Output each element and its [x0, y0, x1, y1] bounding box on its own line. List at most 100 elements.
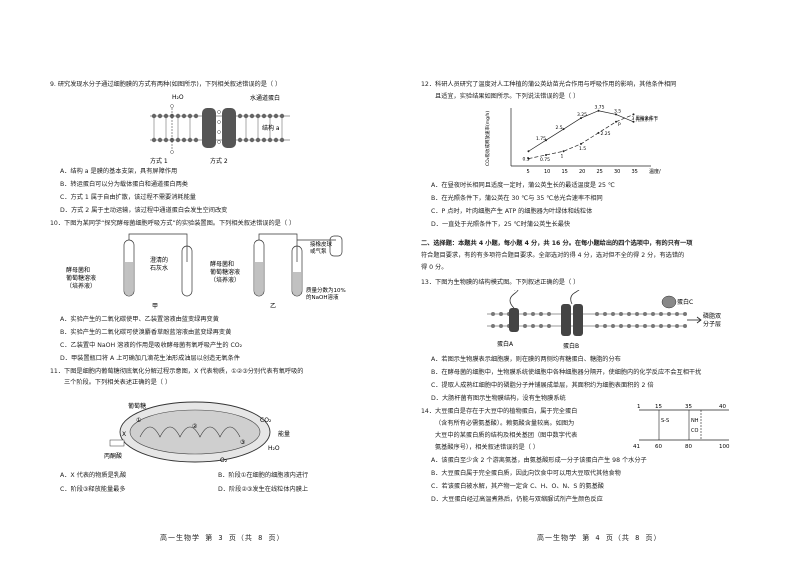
q13-option-a[interactable]: A．若图示生物膜表示细胞膜，则在膜的两侧均有糖蛋白、糖脂的分布 [431, 356, 621, 363]
left-footer: 高一生物学 第 3 页（共 8 页） [160, 534, 285, 542]
x-tick-label: 25 [597, 169, 603, 175]
pump-label-2: 或气泵 [310, 247, 327, 255]
q11-stem-2: 三个阶段。下列相关表述正确的是（ ） [64, 379, 172, 386]
q10-option-c[interactable]: C．乙装置中 NaOH 溶液的作用是吸收酵母菌有氧呼吸产生的 CO₂ [60, 342, 243, 349]
data-point [615, 120, 617, 123]
data-point [580, 142, 582, 145]
q14-stem-1: 14．大豆蛋白是存在于大豆中的植物蛋白，属于完全蛋白 [421, 408, 578, 415]
stage1-label: ① [136, 417, 141, 424]
q9-option-a[interactable]: A．结构 a 是膜的基本支架，具有屏障作用 [60, 168, 178, 175]
x-axis-label: 温度/℃ [649, 168, 661, 175]
data-point [562, 128, 565, 131]
apparatus-a-label-2: 葡萄糖溶液 [66, 274, 96, 282]
q10-option-d[interactable]: D．甲装置瓶口将 A 上可确加几滴花生油形成油层以创造无氧条件 [60, 355, 240, 362]
q12-option-c[interactable]: C．P 点时，叶肉细胞产生 ATP 的细胞器为叶绿体和线粒体 [431, 208, 593, 215]
x-tick-label: 15 [562, 169, 568, 175]
q14-option-d[interactable]: D．大豆蛋白经过高温煮熟后，仍能与双缩脲试剂产生颜色反应 [431, 496, 603, 503]
yeast-apparatus-figure: 酵母菌和 葡萄糖溶液 （培养液） 澄清的 石灰水 酵母菌和 葡萄糖溶液 （培养液… [66, 233, 346, 310]
temperature-chart: 5101520253035温度/℃CO₂吸收或释放速率(mg/h)黑暗条件下光照… [484, 105, 661, 175]
q13-stem: 13．下图为生物膜的结构模式图。下列叙述正确的是（ ） [421, 279, 580, 286]
left-page: 9. 研究发现水分子通过细胞膜的方式有两种(如图所示)，下列相关叙述错误的是（ … [50, 81, 346, 542]
q11-option-d[interactable]: D．阶段②③发生在线粒体内膜上 [218, 486, 309, 493]
q9-option-d[interactable]: D．方式 2 属于主动运输，该过程中通道蛋白会发生空间改变 [60, 207, 228, 214]
q12-option-d[interactable]: D．一直处于光照条件下，25 ℃时蒲公英生长最快 [431, 221, 571, 228]
x-tick-label: 35 [632, 169, 638, 175]
right-footer: 高一生物学 第 4 页（共 8 页） [537, 534, 662, 542]
data-point [545, 139, 547, 142]
q14-stem-3: 大豆中的某蛋白质的结构及相关基团（图中数字代表 [435, 432, 578, 439]
data-point [597, 131, 600, 134]
membrane-figure: H₂O 水通道蛋白 结构 a 方式 1 方式 2 [150, 94, 290, 165]
q13-option-b[interactable]: B．在酵母菌的细胞中，生物膜系统使细胞中各种细胞器分隔开，使细胞内的化学反应不会… [431, 369, 702, 376]
protein-c-label: 蛋白C [677, 298, 693, 306]
data-label: 3.5 [614, 108, 621, 114]
data-point [597, 109, 600, 112]
naoh-label-2: 的NaOH溶液 [306, 293, 339, 301]
q9-option-b[interactable]: B．转运蛋白可以分为载体蛋白和通道蛋白两类 [60, 181, 188, 188]
glucose-label: 葡萄糖 [128, 402, 146, 410]
right-page: 12．科研人员研究了温度对人工种植的蒲公英幼苗光合作用与呼吸作用的影响，其他条件… [397, 0, 794, 561]
q12-stem-1: 12．科研人员研究了温度对人工种植的蒲公英幼苗光合作用与呼吸作用的影响，其他条件… [421, 81, 677, 88]
data-label: 3.25 [577, 112, 587, 118]
data-label: 3 [632, 116, 635, 122]
limewater-label-1: 澄清的 [150, 256, 168, 264]
data-label: 1 [561, 153, 564, 159]
apparatus-b-label-3: （培养液） [210, 276, 240, 284]
limewater-label-2: 石灰水 [150, 264, 168, 272]
aa-80-label: 80 [685, 444, 692, 450]
q13-option-d[interactable]: D．大肠杆菌有图示生物膜结构，没有生物膜系统 [431, 395, 566, 402]
q14-stem-4: 氨基酸序号），相关叙述错误的是（ ） [435, 444, 540, 451]
structure-a-label: 结构 a [262, 124, 280, 132]
section2-line-3: 得 0 分。 [421, 264, 448, 271]
q11-option-c[interactable]: C．阶段③释放能量最多 [60, 486, 126, 493]
q12-stem-2: 且适宜，实验结果如图所示。下列说法错误的是（ ） [435, 93, 580, 100]
data-label: 2.25 [601, 131, 611, 137]
q14-option-b[interactable]: B．大豆蛋白属于完全蛋白质，因此向饮食中可以用大豆取代其他食物 [431, 470, 621, 477]
nh-label: NH [691, 418, 699, 424]
method2-label: 方式 2 [210, 157, 228, 165]
ss-bond-label: S-S [661, 418, 669, 424]
aa-35-label: 35 [685, 404, 692, 410]
co-label: CO [691, 428, 698, 434]
x-tick-label: 5 [527, 169, 530, 175]
q11-option-a[interactable]: A．X 代表的物质是乳酸 [60, 472, 127, 479]
channel-label: 水通道蛋白 [250, 94, 280, 102]
q10-option-b[interactable]: B．实验产生的二氧化碳可使溴麝香草酚蓝溶液由蓝变绿再变黄 [60, 329, 232, 336]
aa-40-label: 40 [719, 404, 726, 410]
data-point [527, 150, 530, 153]
x-tick-label: 30 [614, 169, 620, 175]
data-label: 0.5 [523, 157, 530, 163]
q14-option-a[interactable]: A．该蛋白至少含 2 个游离氨基，由氨基酸形成一分子该蛋白产生 98 个水分子 [431, 457, 647, 464]
q10-option-a[interactable]: A．实验产生的二氧化碳使甲、乙装置溶液由蓝变绿再变黄 [60, 316, 219, 323]
y-axis-label: CO₂吸收或释放速率(mg/h) [484, 111, 491, 166]
q14-option-c[interactable]: C．若该蛋白被水解，其产物一定含 C、H、O、N、S 的氨基酸 [431, 483, 604, 490]
biomembrane-figure: 蛋白A 蛋白B 蛋白C 磷脂双 分子层 [487, 290, 721, 350]
q13-option-c[interactable]: C．提取人成熟红细胞中的磷脂分子并铺展成单层，其面积约为细胞表面积的 2 倍 [431, 382, 654, 389]
data-point [545, 153, 547, 156]
apparatus-b-label-1: 酵母菌和 [210, 260, 234, 268]
data-point [580, 117, 582, 120]
data-label: 1.5 [579, 146, 586, 152]
apparatus-a-label-3: （培养液） [66, 282, 96, 290]
h2o-label: H₂O [172, 94, 184, 101]
data-point [632, 113, 635, 116]
protein-a-label: 蛋白A [497, 340, 514, 348]
mitochondria-figure: 葡萄糖 X 丙酮酸 CO₂ H₂O O₂ 能量 ① ② ③ [104, 401, 290, 464]
data-point [632, 120, 635, 123]
q9-option-c[interactable]: C．方式 1 属于自由扩散，该过程不需要消耗能量 [60, 194, 196, 201]
aa-15-label: 15 [655, 404, 662, 410]
q10-stem: 10．下图为某同学“探究酵母菌细胞呼吸方式”的实验装置图。下列相关叙述错误的是（… [50, 220, 296, 227]
x-tick-label: 20 [579, 169, 585, 175]
q12-option-a[interactable]: A．在昼夜时长相同且适度一定时，蒲公英生长的最适温度是 25 ℃ [431, 182, 615, 189]
q12-option-b[interactable]: B．在光照条件下，蒲公英在 30 ℃与 35 ℃总光合速率不相同 [431, 195, 603, 202]
data-point [615, 113, 617, 116]
method1-label: 方式 1 [150, 157, 168, 165]
protein-structure-figure: 1 15 35 40 41 60 80 100 S-S NH CO [633, 404, 730, 450]
energy-label: 能量 [278, 430, 290, 438]
q11-stem-1: 11．下图是细胞内葡萄糖彻底氧化分解过程示意图，X 代表物质，①②③分别代表有氧… [50, 368, 304, 375]
data-point [527, 157, 530, 160]
stage3-label: ③ [240, 439, 245, 446]
q11-option-b[interactable]: B．阶段①在细胞的细胞液内进行 [218, 472, 309, 479]
stage2-label: ② [192, 423, 198, 430]
q14-stem-2: （含有所有必需氨基酸）。赖氨酸含量较高。如图为 [435, 420, 575, 427]
